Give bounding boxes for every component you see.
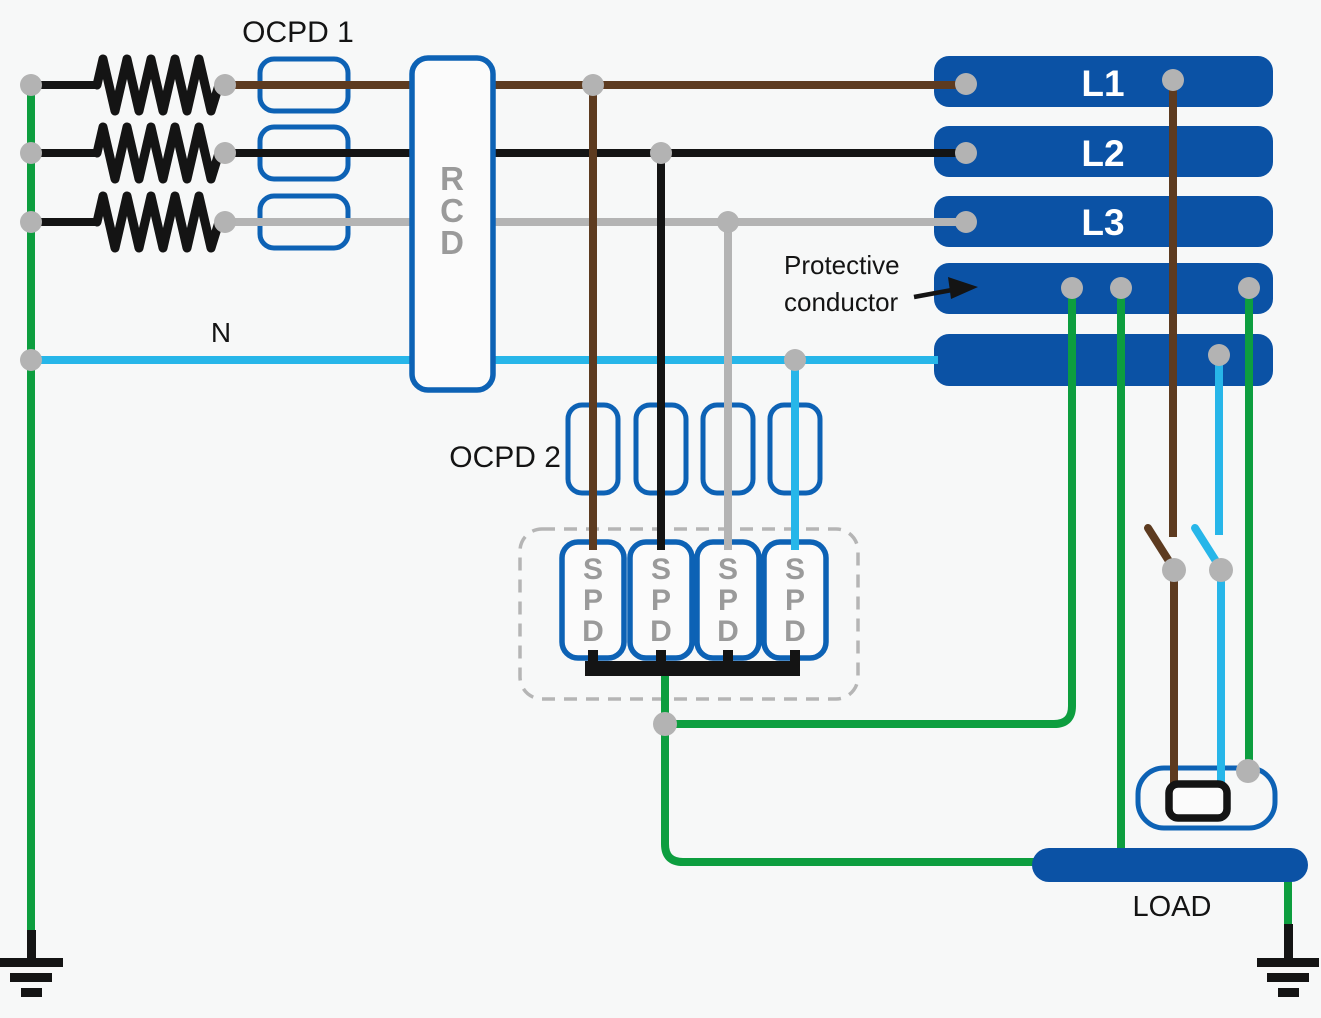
resistor-l2-icon	[92, 122, 224, 184]
busbar-l2	[934, 126, 1273, 177]
ground-bar-3	[21, 988, 42, 997]
rcd-letter-c: C	[440, 192, 464, 229]
ground-bar-2	[10, 973, 52, 982]
spd-1-letter-s: S	[583, 553, 603, 586]
load-element	[1165, 780, 1231, 822]
ground-bar-2	[1267, 973, 1309, 982]
text-labels: OCPD 1 OCPD 2 N Protective conductor LOA…	[211, 16, 1212, 923]
load-label: LOAD	[1133, 891, 1212, 923]
spd-3-letter-p: P	[718, 584, 738, 617]
junction-dot	[653, 712, 677, 736]
arrow-shaft	[913, 287, 953, 300]
earth-ground-left-icon	[0, 930, 63, 997]
spd-2-terminal	[656, 650, 666, 666]
junction-dot	[955, 142, 977, 164]
rcd-box	[409, 55, 496, 393]
busbar-l3	[934, 196, 1273, 247]
wire-pe-to-spd-junction	[665, 288, 1076, 728]
rcd-letter-d: D	[440, 224, 464, 261]
source-resistors	[31, 54, 224, 253]
resistor-l3-icon	[92, 191, 224, 253]
switch-pivot-dot-neutral	[1209, 558, 1233, 582]
junction-dot	[1061, 277, 1083, 299]
ground-stem	[27, 930, 36, 962]
spd-4-letter-s: S	[785, 553, 805, 586]
junction-dot	[955, 73, 977, 95]
junction-dot	[1162, 69, 1184, 91]
busbar-l2-label: L2	[1081, 133, 1124, 174]
load-bar	[1032, 848, 1308, 882]
rcd-letter-r: R	[440, 160, 464, 197]
protective-conductor-label-line1: Protective	[784, 250, 900, 280]
junction-dot	[20, 142, 42, 164]
junction-dot	[20, 211, 42, 233]
junction-dot	[650, 142, 672, 164]
busbar-l1-label: L1	[1081, 63, 1124, 104]
ground-bar-1	[1257, 958, 1319, 967]
ocpd1-label: OCPD 1	[242, 16, 354, 49]
ground-stem	[1284, 924, 1293, 962]
junction-dot	[214, 142, 236, 164]
spd-4-letter-d: D	[784, 615, 806, 648]
spd-3-letter-s: S	[718, 553, 738, 586]
protective-conductor-label-line2: conductor	[784, 287, 899, 317]
busbar-l1	[934, 56, 1273, 107]
junction-dot	[717, 211, 739, 233]
spd-3-letter-d: D	[717, 615, 739, 648]
junction-dot	[1110, 277, 1132, 299]
junction-dot	[955, 211, 977, 233]
rcd: R C D	[409, 55, 496, 393]
spd-1-terminal	[588, 650, 598, 666]
load-enclosure	[1135, 765, 1278, 831]
earth-ground-right-icon	[1257, 924, 1319, 997]
spd-2: S P D	[627, 539, 695, 661]
resistor-l1-icon	[92, 54, 224, 116]
junction-dot	[1208, 344, 1230, 366]
ground-bar-3	[1278, 988, 1299, 997]
switch-pivot-dot-l1	[1162, 558, 1186, 582]
neutral-label: N	[211, 317, 231, 348]
junction-dot	[1236, 759, 1260, 783]
junction-dot	[784, 349, 806, 371]
junction-dot	[1238, 277, 1260, 299]
busbars: L1 L2 L3	[934, 56, 1273, 386]
spd-3: S P D	[694, 539, 762, 661]
arrow-icon	[913, 277, 978, 300]
spd-3-terminal	[723, 650, 733, 666]
spd-2-letter-d: D	[650, 615, 672, 648]
ground-bar-1	[0, 958, 63, 967]
spd-2-letter-s: S	[651, 553, 671, 586]
ocpd2-label: OCPD 2	[449, 441, 561, 474]
spd-4-letter-p: P	[785, 584, 805, 617]
spd-earth-bus	[585, 650, 800, 676]
junction-dot	[214, 211, 236, 233]
busbar-protective-conductor	[934, 263, 1273, 314]
arrow-head	[948, 277, 978, 299]
junction-dot	[20, 74, 42, 96]
spd-bus-bar	[585, 661, 800, 676]
busbar-neutral	[934, 334, 1273, 386]
spd-1: S P D	[559, 539, 627, 661]
junction-dot	[214, 74, 236, 96]
wire-spd-earth-to-load	[661, 676, 1042, 866]
junction-dot	[582, 74, 604, 96]
ocpd2-group	[565, 402, 823, 496]
spd-group-outline	[518, 527, 860, 701]
junction-dot	[20, 349, 42, 371]
busbar-l3-label: L3	[1081, 202, 1124, 243]
junction-dots	[20, 69, 1260, 783]
spd-4-terminal	[790, 650, 800, 666]
spd-group: S P D S P D S P D S P D	[518, 527, 860, 701]
spd-4: S P D	[761, 539, 829, 661]
spd-2-letter-p: P	[651, 584, 671, 617]
spd-1-letter-p: P	[583, 584, 603, 617]
spd-1-letter-d: D	[582, 615, 604, 648]
